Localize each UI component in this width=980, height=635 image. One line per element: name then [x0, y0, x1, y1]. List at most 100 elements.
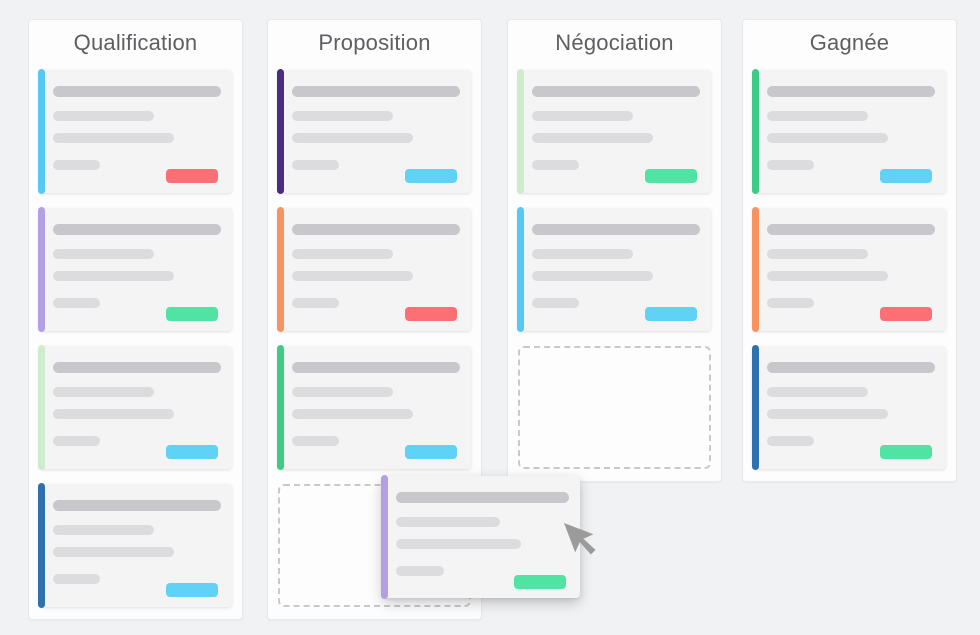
status-badge: [880, 307, 932, 321]
card-content: [278, 346, 471, 459]
text-placeholder-bar: [767, 387, 868, 397]
card-content: [278, 208, 471, 321]
text-placeholder-bar: [532, 271, 653, 281]
text-placeholder-bar: [767, 133, 888, 143]
card-footer-row: [53, 436, 221, 459]
deal-card[interactable]: [752, 345, 946, 470]
text-placeholder-bar: [53, 249, 154, 259]
deal-card[interactable]: [38, 345, 232, 470]
text-placeholder-bar: [53, 387, 154, 397]
deal-card[interactable]: [38, 483, 232, 608]
text-placeholder-bar: [292, 271, 413, 281]
status-badge: [645, 169, 697, 183]
status-badge: [880, 445, 932, 459]
arrow-pointer-icon: [564, 523, 596, 555]
title-placeholder-bar: [532, 224, 700, 235]
card-footer-row: [292, 436, 460, 459]
column-negociation: Négociation: [507, 19, 722, 482]
card-footer-row: [53, 160, 221, 183]
deal-card[interactable]: [517, 207, 711, 332]
text-placeholder-bar: [767, 298, 815, 308]
card-footer-row: [292, 160, 460, 183]
column-title: Négociation: [555, 30, 674, 55]
cursor-arrow-shape: [564, 523, 596, 555]
column-title: Proposition: [318, 30, 431, 55]
text-placeholder-bar: [767, 249, 868, 259]
card-footer-row: [396, 566, 569, 589]
title-placeholder-bar: [767, 224, 935, 235]
deal-card[interactable]: [277, 345, 471, 470]
card-color-stripe: [38, 69, 45, 194]
deal-card[interactable]: [277, 207, 471, 332]
drop-placeholder[interactable]: [518, 346, 711, 469]
text-placeholder-bar: [292, 249, 393, 259]
text-placeholder-bar: [292, 387, 393, 397]
deal-card[interactable]: [517, 69, 711, 194]
text-placeholder-bar: [53, 547, 174, 557]
card-content: [518, 70, 711, 183]
card-color-stripe: [752, 345, 759, 470]
deal-card[interactable]: [38, 207, 232, 332]
card-content: [278, 70, 471, 183]
card-footer-row: [767, 298, 935, 321]
title-placeholder-bar: [292, 86, 460, 97]
card-footer-row: [532, 160, 700, 183]
dragged-card[interactable]: [381, 475, 580, 599]
text-placeholder-bar: [396, 566, 445, 576]
card-color-stripe: [277, 69, 284, 194]
status-badge: [166, 445, 218, 459]
text-placeholder-bar: [767, 436, 815, 446]
deal-card[interactable]: [752, 207, 946, 332]
text-placeholder-bar: [53, 574, 101, 584]
title-placeholder-bar: [53, 86, 221, 97]
card-content: [39, 484, 232, 597]
card-content: [382, 476, 580, 589]
card-color-stripe: [517, 69, 524, 194]
status-badge: [405, 445, 457, 459]
title-placeholder-bar: [53, 362, 221, 373]
deal-card[interactable]: [38, 69, 232, 194]
card-content: [39, 70, 232, 183]
text-placeholder-bar: [53, 271, 174, 281]
text-placeholder-bar: [532, 298, 580, 308]
card-color-stripe: [381, 475, 388, 599]
column-title: Gagnée: [809, 30, 890, 55]
status-badge: [166, 169, 218, 183]
text-placeholder-bar: [53, 436, 101, 446]
text-placeholder-bar: [396, 517, 500, 527]
status-badge: [645, 307, 697, 321]
text-placeholder-bar: [767, 111, 868, 121]
deal-card[interactable]: [752, 69, 946, 194]
text-placeholder-bar: [767, 409, 888, 419]
text-placeholder-bar: [292, 133, 413, 143]
card-footer-row: [532, 298, 700, 321]
card-footer-row: [292, 298, 460, 321]
card-content: [753, 70, 946, 183]
title-placeholder-bar: [53, 500, 221, 511]
text-placeholder-bar: [53, 111, 154, 121]
card-content: [518, 208, 711, 321]
text-placeholder-bar: [767, 271, 888, 281]
title-placeholder-bar: [53, 224, 221, 235]
column-title: Qualification: [73, 30, 198, 55]
card-footer-row: [53, 298, 221, 321]
status-badge: [514, 575, 566, 589]
text-placeholder-bar: [532, 249, 633, 259]
title-placeholder-bar: [767, 86, 935, 97]
card-color-stripe: [277, 207, 284, 332]
text-placeholder-bar: [53, 525, 154, 535]
text-placeholder-bar: [292, 111, 393, 121]
card-color-stripe: [517, 207, 524, 332]
deal-card[interactable]: [277, 69, 471, 194]
status-badge: [880, 169, 932, 183]
title-placeholder-bar: [292, 224, 460, 235]
status-badge: [405, 169, 457, 183]
card-footer-row: [767, 436, 935, 459]
card-color-stripe: [38, 207, 45, 332]
title-placeholder-bar: [532, 86, 700, 97]
column-qualification: Qualification: [28, 19, 243, 620]
text-placeholder-bar: [396, 539, 521, 549]
text-placeholder-bar: [292, 409, 413, 419]
card-content: [39, 208, 232, 321]
text-placeholder-bar: [53, 160, 101, 170]
